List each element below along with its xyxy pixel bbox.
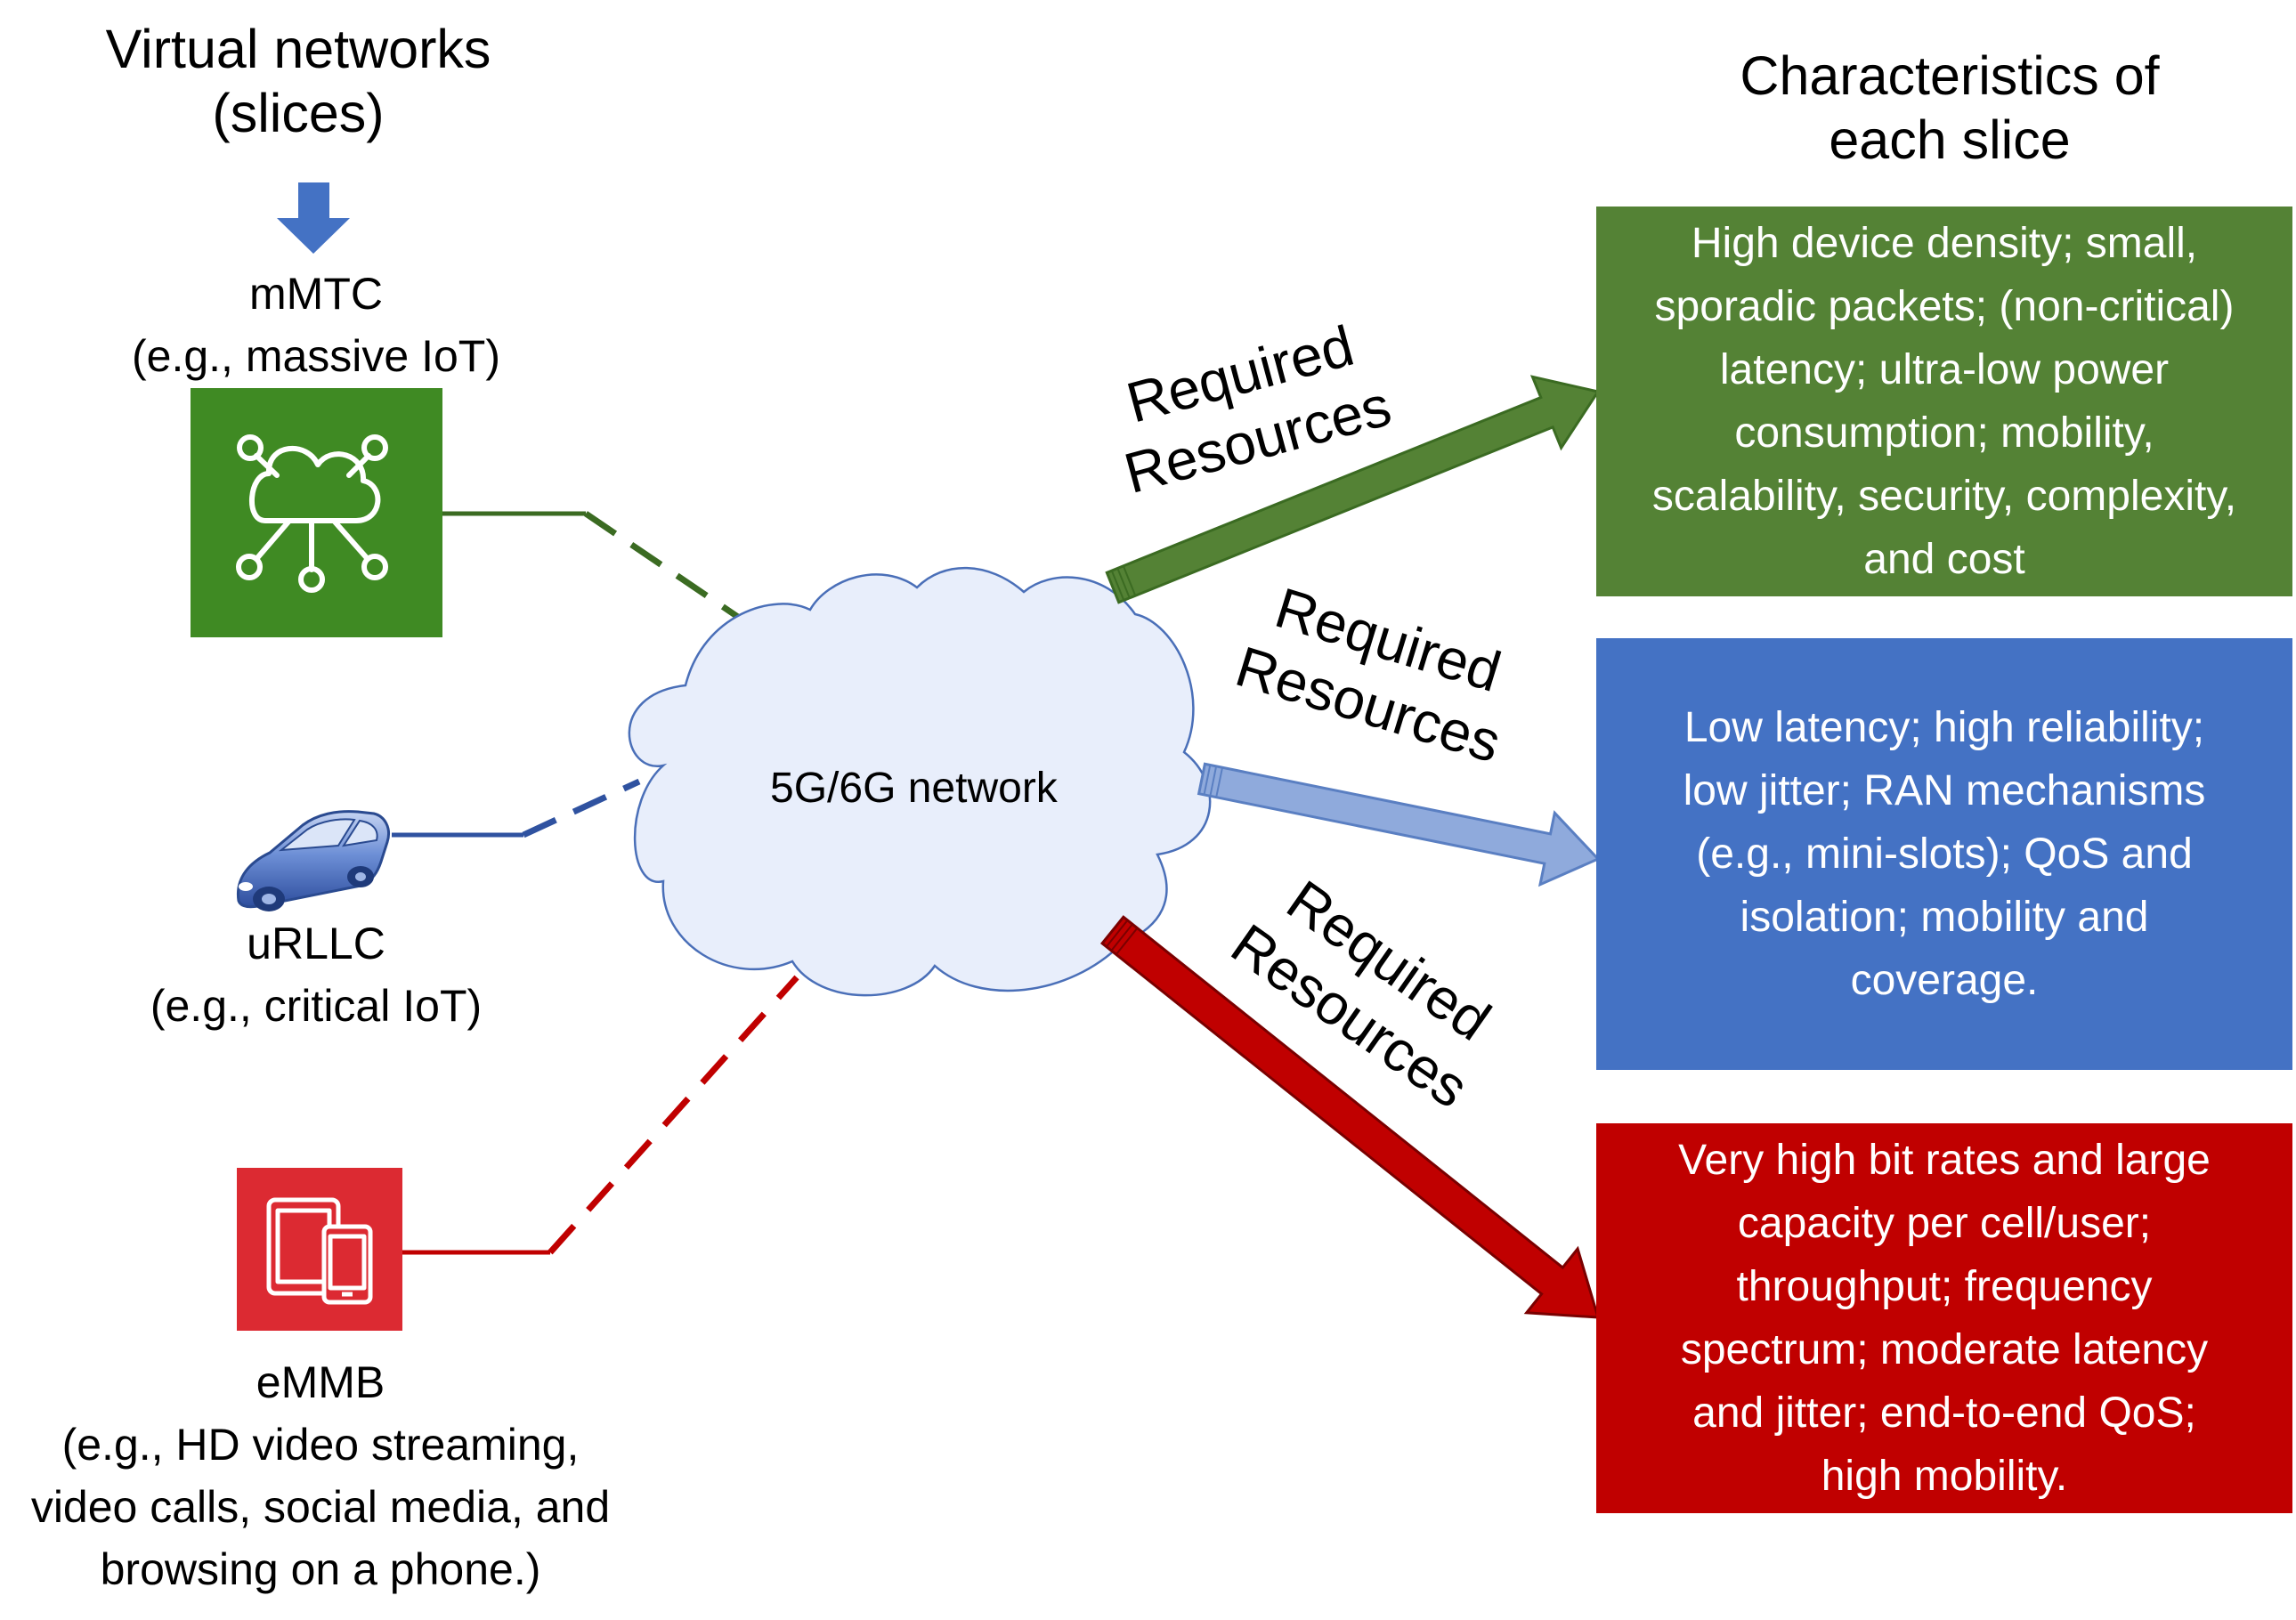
slice-urllc-label: uRLLC (e.g., critical IoT) (71, 912, 561, 1037)
left-heading: Virtual networks (slices) (105, 19, 491, 143)
resource-arrow-3-tail-mark (1106, 919, 1129, 948)
urllc-connector (392, 778, 641, 838)
resource-arrow-2-tail-mark (1215, 767, 1223, 798)
embb-connector (402, 975, 799, 1255)
right-heading: Characteristics of each slice (1740, 45, 2160, 170)
resource-arrow-2-tail-mark (1209, 765, 1218, 797)
characteristics-text-urllc: Low latency; high reliability; low jitte… (1683, 703, 2206, 1005)
resource-arrow-3-tail-mark (1116, 927, 1139, 955)
slice-urllc-example: (e.g., critical IoT) (150, 981, 483, 1031)
slice-mmtc-label: mMTC (e.g., massive IoT) (71, 263, 561, 387)
resource-arrows (1099, 375, 1601, 1319)
network-cloud (628, 566, 1212, 997)
car-icon (236, 810, 390, 911)
resource-arrow-2-tail-mark (1203, 765, 1212, 796)
characteristics-box-mmtc: High device density; small, sporadic pac… (1596, 207, 2292, 596)
slice-mmtc-example: (e.g., massive IoT) (132, 331, 500, 381)
resource-arrow-2 (1197, 762, 1601, 887)
slice-mmtc-name: mMTC (249, 269, 383, 319)
mmtc-connector (442, 511, 751, 628)
mmtc-icon-tile (191, 388, 442, 637)
slice-urllc-name: uRLLC (247, 919, 385, 968)
characteristics-text-mmtc: High device density; small, sporadic pac… (1651, 219, 2237, 584)
down-arrow-icon (277, 182, 350, 254)
slice-embb-example: (e.g., HD video streaming, video calls, … (30, 1420, 611, 1594)
characteristics-box-embb: Very high bit rates and large capacity p… (1596, 1123, 2292, 1513)
tablet-phone-icon (266, 1197, 373, 1305)
embb-icon-tile (237, 1168, 402, 1331)
characteristics-text-embb: Very high bit rates and large capacity p… (1678, 1136, 2211, 1501)
characteristics-box-urllc: Low latency; high reliability; low jitte… (1596, 638, 2292, 1070)
resource-arrow-1 (1105, 375, 1601, 604)
slice-embb-label: eMMB (e.g., HD video streaming, video ca… (0, 1351, 641, 1600)
cloud-network-icon (236, 434, 388, 593)
resource-arrow-3 (1099, 915, 1601, 1319)
resource-arrow-3-tail-mark (1110, 923, 1133, 952)
resource-arrow-1-tail-mark (1122, 565, 1137, 596)
resource-arrow-1-tail-mark (1110, 570, 1125, 601)
network-label: 5G/6G network (770, 765, 1058, 812)
slice-embb-name: eMMB (256, 1357, 385, 1407)
resource-arrow-1-tail-mark (1116, 568, 1131, 599)
